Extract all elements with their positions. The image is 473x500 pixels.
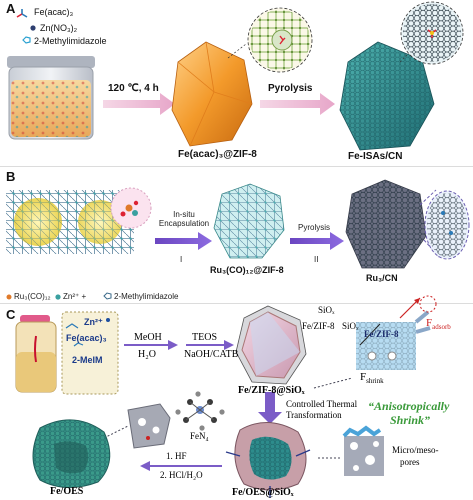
fe-isas-cn-particle [339,41,435,151]
ru3co12-zif8-particle [213,183,285,259]
hf-label: 1. HF [166,451,187,461]
fe-zif8-siox-label: Fe/ZIF-8@SiOₓ [238,385,305,396]
panel-b [0,166,473,300]
f-shrink-label: Fshrink [360,371,384,386]
arrowhead-c2 [224,340,234,350]
panel-a [7,1,464,151]
shrink-label: Shrink” [390,413,431,427]
f-shrink-arrow [359,323,381,346]
force-inset [356,295,437,370]
step-arrow-a1 [103,93,175,115]
fe-oes-label: Fe/OES [50,486,84,497]
zn-legend-icon-b [55,294,61,300]
ru3-cn-zoom-inset [424,190,470,260]
step-arrow-c3 [258,392,282,424]
fe-oes-siox-particle [225,421,311,498]
pyrolysis-label-b: Pyrolysis [298,223,331,232]
panel-c-letter: C [6,307,16,322]
condition-label: 120 ℃, 4 h [108,83,159,94]
ru3-cn-label: Ru₃/CN [366,273,398,283]
imidazole-legend-icon-b [103,292,112,300]
pyrolysis-label-a: Pyrolysis [268,83,313,94]
zn-legend-label-b: Zn²⁺ + [63,292,87,301]
fe-isas-cn-label: Fe-ISAs/CN [348,151,403,162]
fe-oes-particle [32,419,111,488]
transformation-label: Transformation [286,410,342,420]
graphene-zoom-inset [400,1,464,65]
fen4-molecule [175,391,225,431]
meoh-label: MeOH [134,332,162,343]
zoom-line-etched [103,425,129,439]
fen4-label: FeN₄ [190,431,209,441]
siox-label-1: SiOₓ [318,305,335,315]
step-arrow-b2 [290,232,344,250]
f-adsorb-label: Fadsorb [426,317,451,332]
f-adsorb-arrowhead [414,298,420,304]
step-i-label: I [180,255,183,264]
precursor-vial [15,311,119,395]
ru3co12-legend-icon [6,294,12,300]
controlled-thermal-label: Controlled Thermal [286,399,358,409]
ru3co12-zif8-label: Ru₃(CO)₁₂@ZIF-8 [210,265,284,275]
teos-label: TEOS [192,332,217,343]
hcl-label: 2. HCl/H₂O [160,470,203,480]
arrowhead-c1 [168,340,178,350]
inset-fe-zif8-label: Fe/ZIF-8 [364,329,399,339]
vial-fe-label: Fe(acac)₃ [66,333,107,343]
ru3co12-molecule-bubble [110,187,152,229]
fe-acac-legend-icon [16,9,28,18]
etched-inset [127,403,171,449]
ru3co12-legend-label: Ru₃(CO)₁₂ [14,292,51,301]
zn-legend-icon [30,25,36,31]
encapsulation-label: In-situ Encapsulation [158,210,210,228]
pores-label: pores [400,457,420,467]
ru3-cn-particle [345,179,427,269]
step-ii-label: II [314,255,319,264]
vial-meim-label: 2-MeIM [72,355,103,365]
zif8-zoom-inset [247,7,313,73]
imidazole-legend-label: 2-Methylimidazole [34,36,107,46]
anisotropically-label: “Anisotropically [368,399,450,413]
reaction-jar [7,56,95,140]
imidazole-legend-label-b: 2-Methylimidazole [114,292,179,301]
naoh-catb-label: NaOH/CATB [184,349,239,360]
fe-zif8-siox-particle [235,305,307,385]
panel-c [0,295,473,498]
fe-zif8-label-c: Fe/ZIF-8 [302,321,335,331]
panel-a-letter: A [6,1,16,16]
step-arrow-b1 [155,232,212,250]
zn-legend-label: Zn(NO₃)₂ [40,23,78,33]
fe-acac-legend-label: Fe(acac)₃ [34,7,74,17]
fe-acac-zif8-label: Fe(acac)₃@ZIF-8 [178,149,257,160]
vial-zn-label: Zn²⁺ [84,317,103,327]
zoom-line-c [313,377,353,389]
fe-oes-siox-label: Fe/OES@SiOₓ [232,487,294,498]
arrowhead-c4 [140,461,150,471]
panel-b-letter: B [6,169,16,184]
siox-label-2: SiOₓ [342,321,359,331]
fe-acac-zif8-particle [171,41,253,147]
micro-meso-label: Micro/meso- [392,445,439,455]
pores-inset [342,425,384,476]
step-arrow-a2 [260,93,335,115]
h2o-label: H₂O [138,349,156,360]
imidazole-legend-icon [22,36,31,44]
